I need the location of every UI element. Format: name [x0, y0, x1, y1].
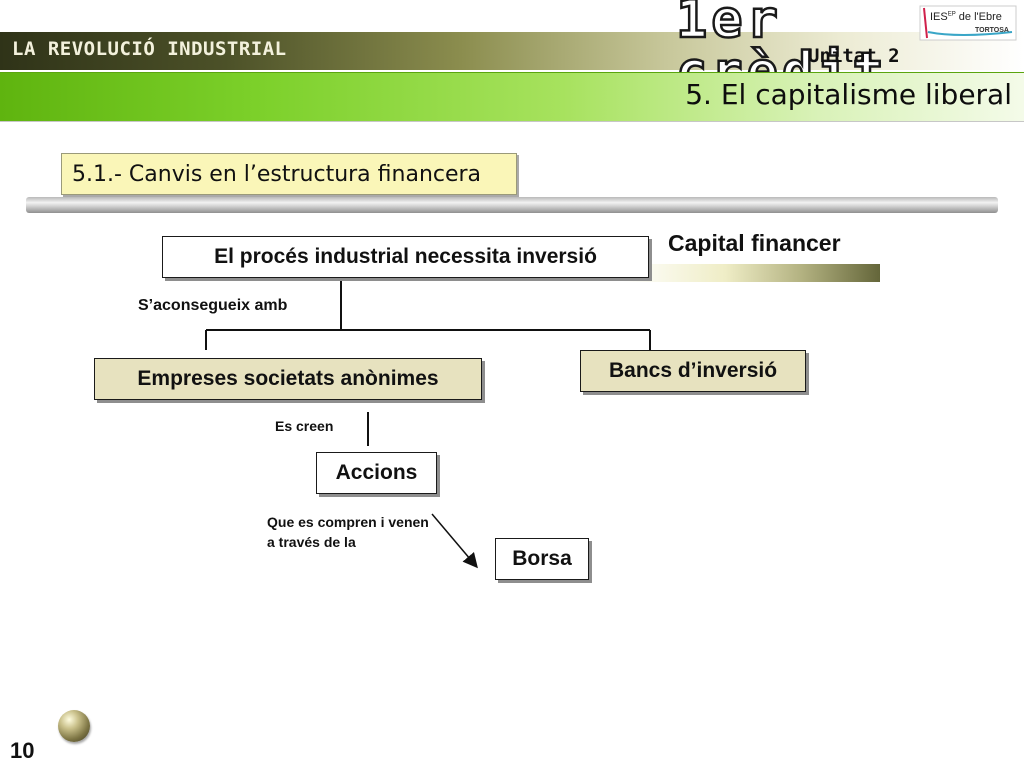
exchange-arrow [431, 513, 478, 569]
capital-title: Capital financer [668, 230, 841, 256]
unit-label: Unitat 2 [808, 45, 900, 67]
subsection-heading: 5.1.- Canvis en l’estructura financera [61, 153, 517, 195]
root-edge-label: S’aconsegueix amb [138, 297, 288, 314]
root-node: El procés industrial necessita inversió [162, 236, 649, 278]
nav-ball-icon[interactable] [58, 710, 90, 742]
right-child-node: Bancs d’inversió [580, 350, 806, 392]
school-logo-text: IESEP de l'Ebre [930, 11, 1002, 23]
shares-edge-label: Que es compren i venen a través de la [267, 514, 429, 550]
capital-underline-bar [622, 264, 880, 282]
left-child-node: Empreses societats anònimes [94, 358, 482, 400]
school-logo [919, 5, 1017, 41]
left-edge-label: Es creen [275, 418, 334, 434]
stock-exchange-node: Borsa [495, 538, 589, 580]
school-logo-city: TORTOSA [975, 27, 1009, 34]
page-number: 10 [10, 738, 35, 763]
course-title: LA REVOLUCIÓ INDUSTRIAL [12, 38, 287, 60]
header-band [0, 32, 1024, 70]
section-title: 5. El capitalisme liberal [685, 78, 1012, 111]
section-band [0, 72, 1024, 122]
shares-node: Accions [316, 452, 437, 494]
divider-bar [26, 197, 998, 213]
